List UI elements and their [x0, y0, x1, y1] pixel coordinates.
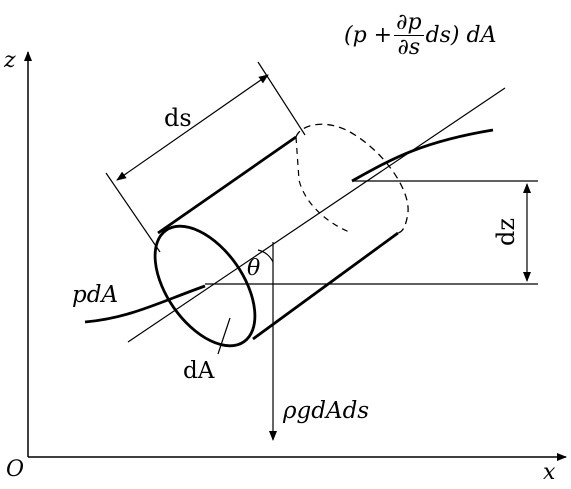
- downstream-force-open: (p +: [344, 22, 393, 48]
- area-label: dA: [183, 358, 215, 384]
- z-axis-label: z: [4, 48, 16, 73]
- downstream-force-close: ds) dA: [425, 22, 497, 48]
- ds-extension-right: [257, 61, 306, 136]
- fraction-numerator: ∂p: [394, 10, 424, 36]
- streamline-right: [351, 128, 494, 183]
- partial-derivative-fraction: ∂p ∂s: [394, 10, 424, 60]
- ds-label: ds: [164, 104, 192, 132]
- origin-label: O: [6, 457, 25, 482]
- theta-label: θ: [247, 256, 261, 281]
- dA-leader: [217, 317, 231, 355]
- element-axis-line: [127, 87, 506, 343]
- fraction-denominator: ∂s: [397, 35, 421, 60]
- dz-label: dz: [492, 217, 521, 247]
- cylinder-top-edge: [157, 135, 297, 235]
- cylinder-bottom-edge: [252, 231, 399, 341]
- ds-extension-left: [105, 172, 161, 253]
- pressure-force-label: pdA: [72, 282, 119, 308]
- downstream-force-label: (p + ∂p ∂s ds) dA: [344, 12, 496, 59]
- cylinder-far-end-front: [295, 136, 353, 234]
- x-axis-label: x: [543, 460, 556, 485]
- theta-arc: [257, 249, 274, 263]
- ds-arrow: [116, 74, 269, 181]
- gravity-force-label: ρgdAds: [283, 398, 370, 424]
- cylinder-far-end-hidden: [295, 123, 409, 234]
- cylinder-near-end: [153, 224, 257, 348]
- streamline-left: [84, 284, 206, 324]
